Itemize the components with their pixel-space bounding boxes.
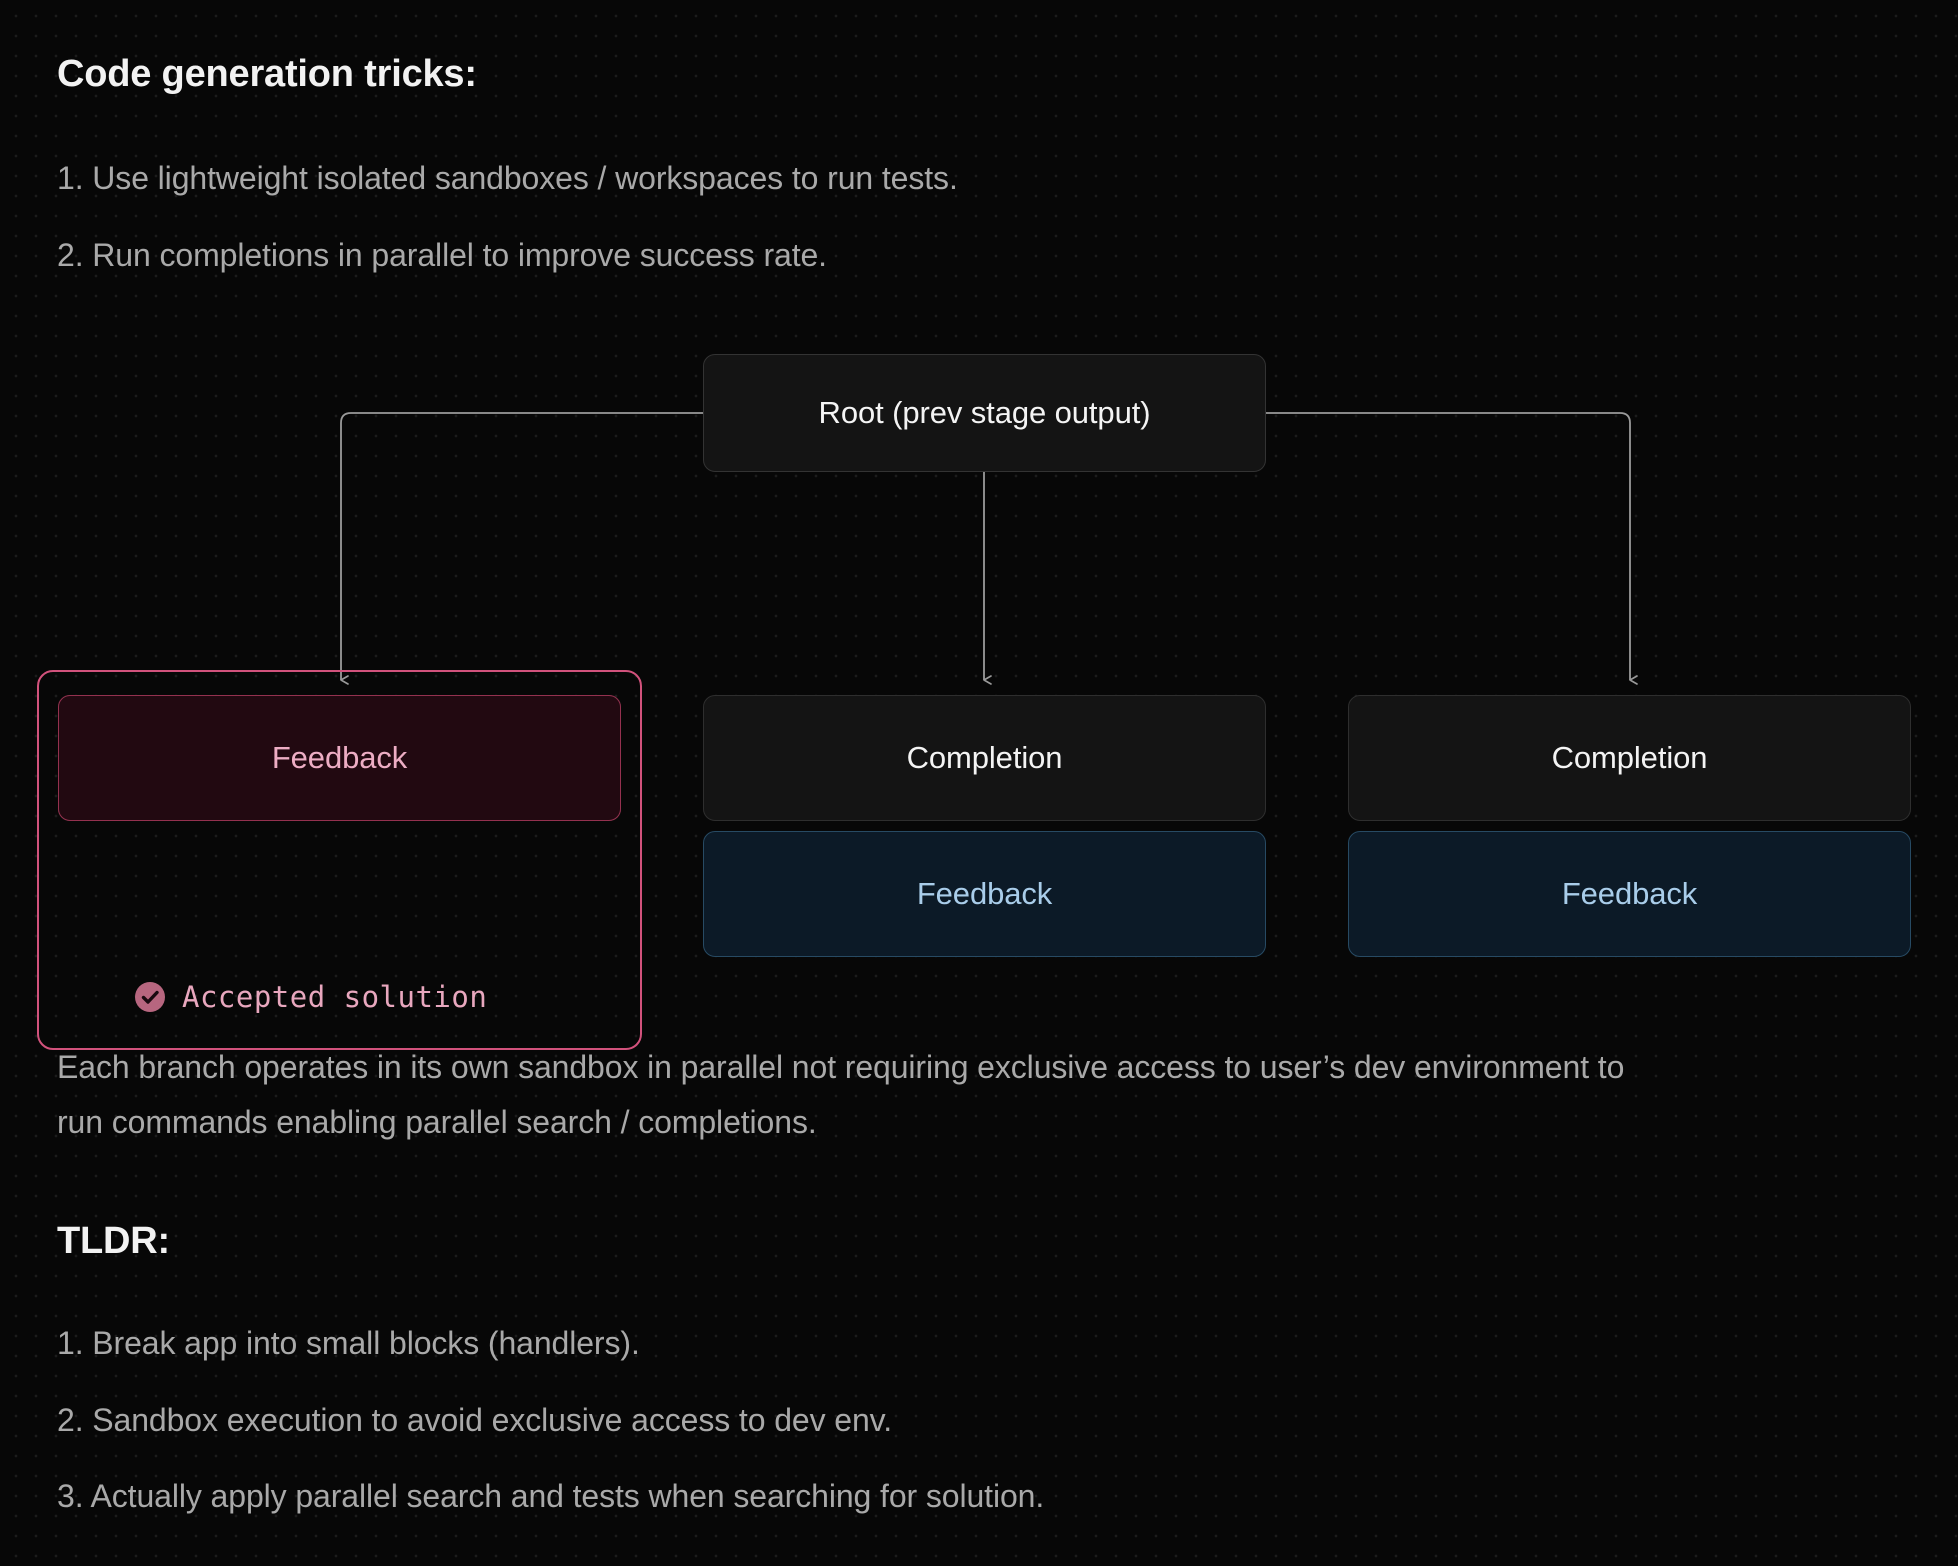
accepted-solution-badge: Accepted solution bbox=[134, 980, 487, 1014]
node-completion-right[interactable]: Completion bbox=[1348, 695, 1911, 821]
branch-tree-diagram: Root (prev stage output) Completion Feed… bbox=[0, 340, 1958, 1050]
node-feedback-left-label: Feedback bbox=[271, 740, 408, 775]
node-feedback-left[interactable]: Feedback bbox=[58, 695, 621, 821]
node-root-label: Root (prev stage output) bbox=[818, 395, 1151, 430]
section-heading-tldr: TLDR: bbox=[57, 1220, 170, 1262]
node-completion-right-label: Completion bbox=[1551, 740, 1708, 775]
node-completion-middle[interactable]: Completion bbox=[703, 695, 1266, 821]
check-circle-icon bbox=[135, 982, 165, 1012]
branch-right: Completion Feedback bbox=[1348, 695, 1911, 957]
node-root[interactable]: Root (prev stage output) bbox=[703, 354, 1266, 472]
tricks-item-2: 2. Run completions in parallel to improv… bbox=[57, 237, 827, 273]
branch-left-highlight[interactable] bbox=[37, 670, 642, 1050]
node-feedback-right-label: Feedback bbox=[1561, 876, 1698, 911]
spacer bbox=[703, 821, 1266, 831]
tldr-item-2: 2. Sandbox execution to avoid exclusive … bbox=[57, 1402, 892, 1438]
section-heading-tricks: Code generation tricks: bbox=[57, 53, 477, 95]
node-completion-middle-label: Completion bbox=[906, 740, 1063, 775]
accepted-solution-label: Accepted solution bbox=[182, 980, 488, 1014]
tldr-item-1: 1. Break app into small blocks (handlers… bbox=[57, 1325, 640, 1361]
diagram-caption: Each branch operates in its own sandbox … bbox=[57, 1049, 1625, 1140]
node-feedback-right[interactable]: Feedback bbox=[1348, 831, 1911, 957]
tldr-item-3: 3. Actually apply parallel search and te… bbox=[57, 1478, 1045, 1514]
node-feedback-middle-label: Feedback bbox=[916, 876, 1053, 911]
spacer bbox=[1348, 821, 1911, 831]
node-feedback-middle[interactable]: Feedback bbox=[703, 831, 1266, 957]
tricks-item-1: 1. Use lightweight isolated sandboxes / … bbox=[57, 160, 958, 196]
branch-middle: Completion Feedback bbox=[703, 695, 1266, 957]
